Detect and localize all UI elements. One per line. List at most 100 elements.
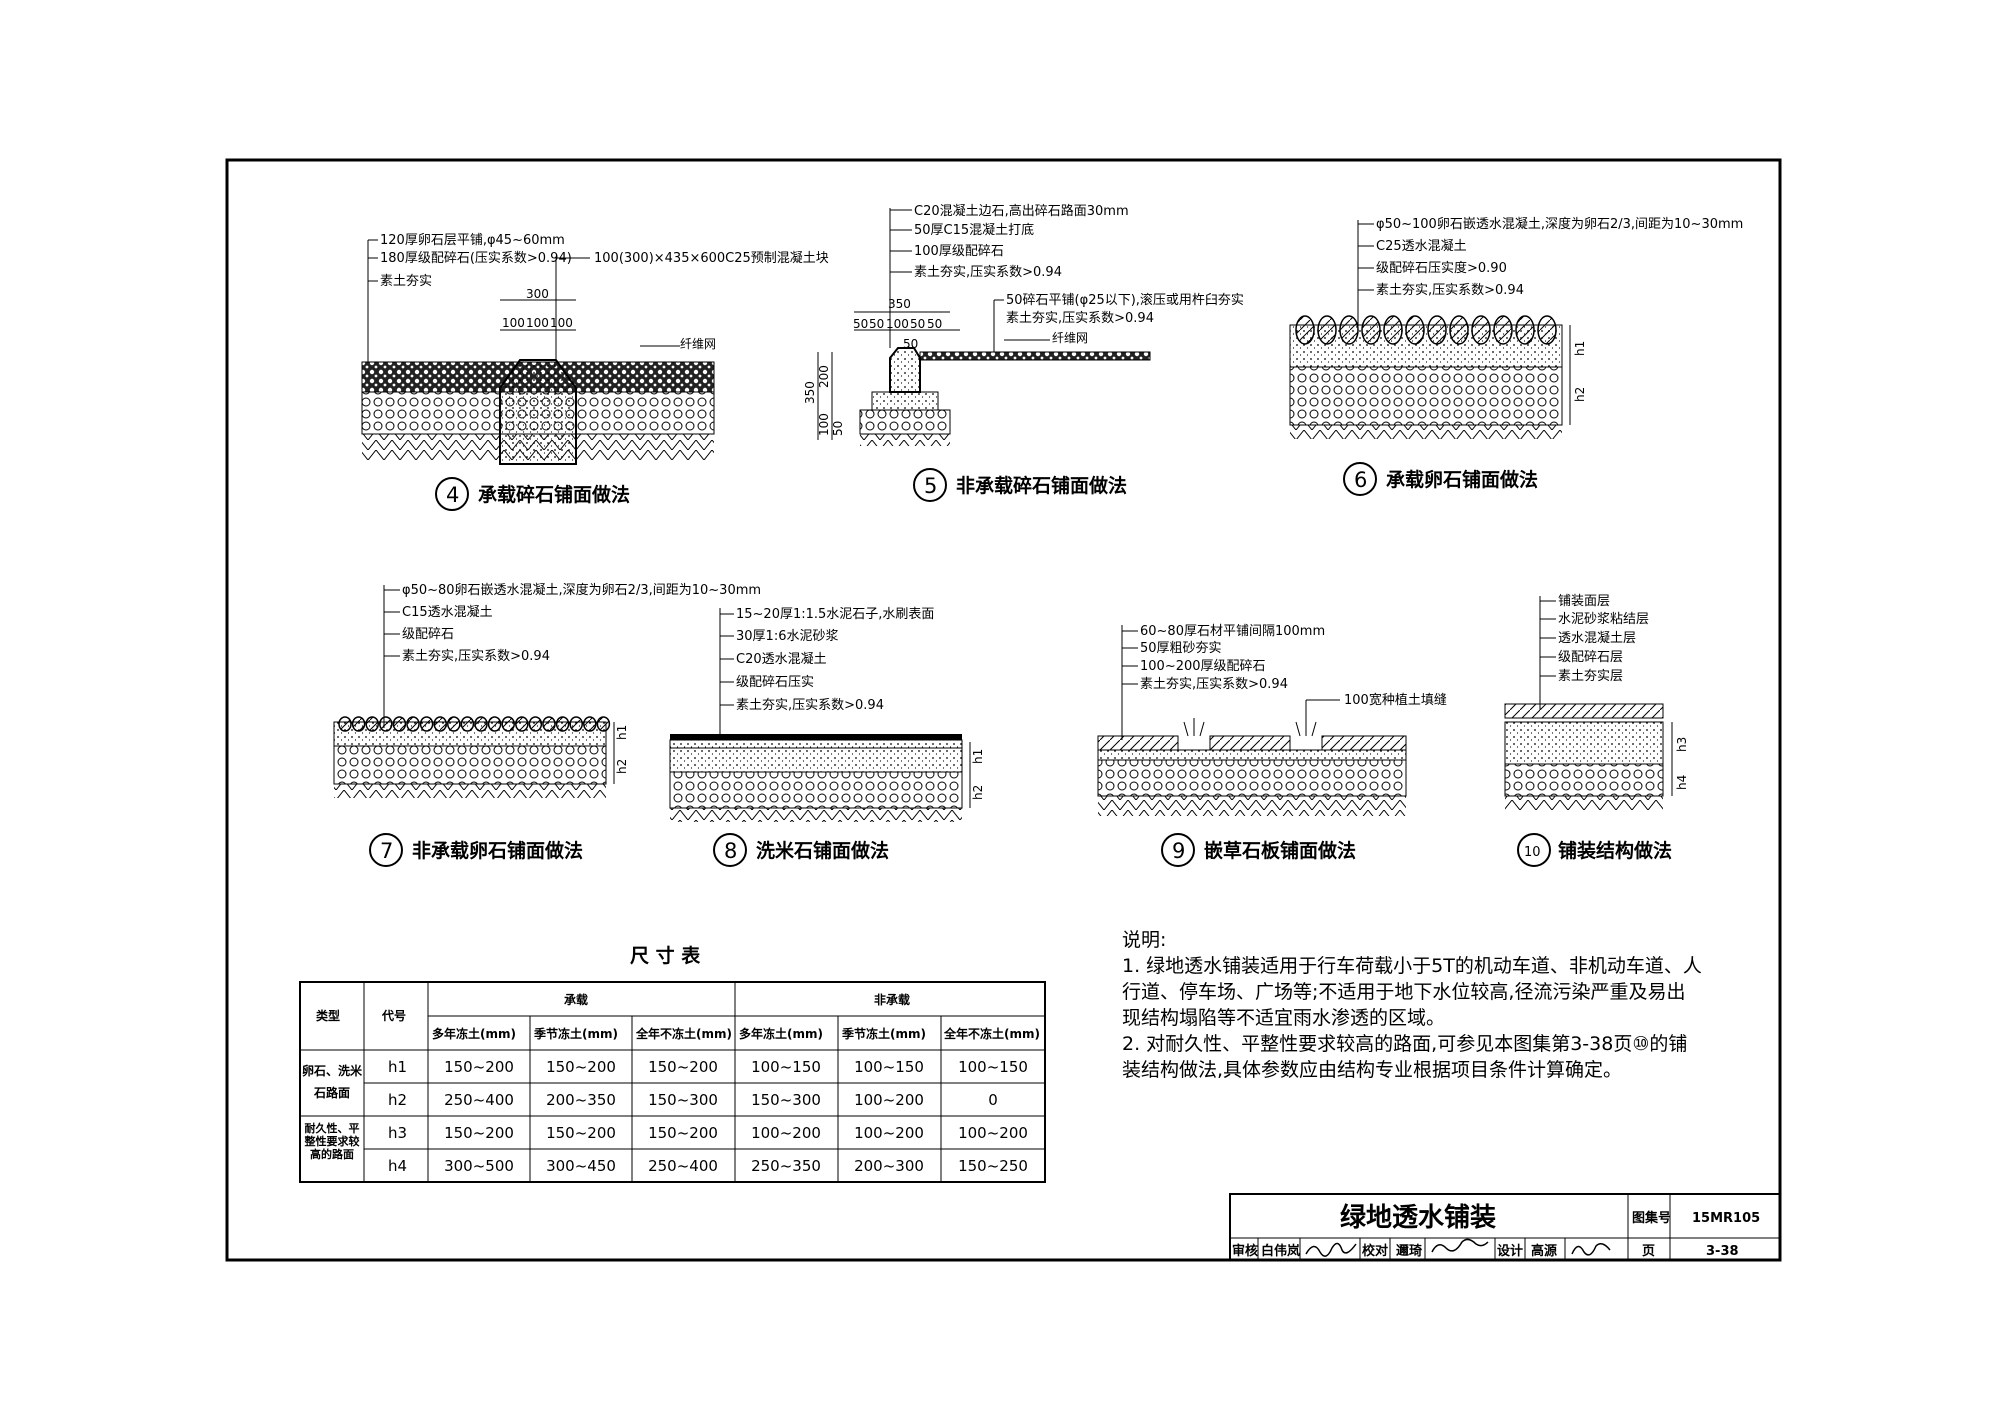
detail5-number-badge bbox=[913, 468, 947, 502]
coarse-sand-layer bbox=[1097, 749, 1407, 761]
concrete-base bbox=[871, 391, 939, 411]
col-header-2: 季节冻土(mm) bbox=[533, 1026, 618, 1041]
detail4-title: 承载碎石铺面做法 bbox=[478, 483, 630, 506]
pebble bbox=[583, 716, 597, 732]
table-cell: 300~500 bbox=[444, 1157, 514, 1175]
stone-slab bbox=[1321, 735, 1407, 751]
detail10-number: 10 bbox=[1524, 845, 1541, 860]
table-cell: 100~200 bbox=[751, 1124, 821, 1142]
table-cell: 150~200 bbox=[444, 1058, 514, 1076]
stone-slab bbox=[1097, 735, 1179, 751]
table-cell: 150~200 bbox=[546, 1058, 616, 1076]
detail9-label-3: 100~200厚级配碎石 bbox=[1140, 659, 1266, 674]
detail4-dim-4: 100 bbox=[550, 316, 573, 330]
detail4-label-4: 100(300)×435×600C25预制混凝土块 bbox=[594, 250, 829, 266]
detail8-label-4: 级配碎石压实 bbox=[736, 675, 814, 690]
pebble bbox=[1537, 315, 1557, 345]
compacted-soil bbox=[1098, 796, 1406, 816]
reviewer-name: 白伟岚 bbox=[1261, 1243, 1300, 1259]
detail10-title: 铺装结构做法 bbox=[1558, 839, 1672, 862]
detail-4: 120厚卵石层平铺,φ45~60mm 180厚级配碎石(压实系数>0.94) 素… bbox=[361, 233, 829, 511]
detail8-label-2: 30厚1:6水泥砂浆 bbox=[736, 629, 838, 644]
graded-gravel-layer bbox=[333, 745, 607, 785]
detail5-label-1: C20混凝土边石,高出碎石路面30mm bbox=[914, 203, 1129, 219]
design-label: 设计 bbox=[1497, 1243, 1523, 1259]
detail8-dim-2: h2 bbox=[971, 785, 985, 800]
detail7-label-3: 级配碎石 bbox=[402, 627, 454, 642]
table-cell: 150~300 bbox=[648, 1091, 718, 1109]
detail6-title: 承载卵石铺面做法 bbox=[1386, 468, 1538, 491]
designer-name: 高源 bbox=[1531, 1243, 1557, 1259]
table-cell-code: h3 bbox=[388, 1124, 407, 1142]
detail5-dim-10: 100 bbox=[817, 413, 831, 436]
pebble bbox=[406, 716, 420, 732]
pebble bbox=[1361, 315, 1381, 345]
mortar-layer bbox=[669, 739, 963, 749]
stone-slab bbox=[1209, 735, 1291, 751]
detail4-number: 4 bbox=[446, 483, 459, 507]
notes-line-2: 行道、停车场、广场等;不适用于地下水位较高,径流污染严重及易出 bbox=[1122, 981, 1685, 1003]
detail5-label-3: 100厚级配碎石 bbox=[914, 244, 1004, 259]
detail5-label-4: 素土夯实,压实系数>0.94 bbox=[914, 265, 1062, 280]
group-header-load: 承载 bbox=[564, 992, 588, 1007]
detail5-label-7: 纤维网 bbox=[1052, 331, 1088, 345]
detail6-number-badge bbox=[1343, 462, 1377, 496]
detail9-label-5: 100宽种植土填缝 bbox=[1344, 692, 1447, 708]
detail10-dim-2: h4 bbox=[1675, 775, 1689, 790]
detail8-dim-1: h1 bbox=[971, 749, 985, 764]
detail5-dim-6: 50 bbox=[927, 317, 942, 331]
reviewer-signature bbox=[1305, 1242, 1357, 1257]
detail5-dim-8: 350 bbox=[803, 381, 817, 404]
detail9-number: 9 bbox=[1172, 839, 1185, 863]
col-header-6: 全年不冻土(mm) bbox=[943, 1026, 1040, 1041]
detail8-title: 洗米石铺面做法 bbox=[756, 839, 889, 862]
pebble-row bbox=[338, 716, 611, 732]
group-header-nonload: 非承载 bbox=[874, 992, 910, 1007]
col-header-1: 多年冻土(mm) bbox=[432, 1026, 516, 1041]
detail4-number-badge bbox=[435, 477, 469, 511]
notes-heading: 说明: bbox=[1122, 929, 1166, 951]
detail8-label-1: 15~20厚1:1.5水泥石子,水刷表面 bbox=[736, 607, 934, 622]
table-cell-code: h1 bbox=[388, 1058, 407, 1076]
pebble bbox=[515, 716, 529, 732]
pebble bbox=[433, 716, 447, 732]
compacted-soil bbox=[1505, 796, 1663, 810]
pebble bbox=[1449, 315, 1469, 345]
table-cell: 100~200 bbox=[854, 1091, 924, 1109]
detail5-number: 5 bbox=[924, 474, 937, 498]
detail-5: C20混凝土边石,高出碎石路面30mm 50厚C15混凝土打底 100厚级配碎石… bbox=[803, 203, 1244, 502]
detail5-title: 非承载碎石铺面做法 bbox=[956, 474, 1127, 497]
pebble bbox=[379, 716, 393, 732]
detail6-label-2: C25透水混凝土 bbox=[1376, 238, 1467, 254]
detail7-number-badge bbox=[369, 833, 403, 867]
detail9-title: 嵌草石板铺面做法 bbox=[1204, 839, 1356, 862]
detail6-label-1: φ50~100卵石嵌透水混凝土,深度为卵石2/3,间距为10~30mm bbox=[1376, 216, 1743, 232]
pebble bbox=[1383, 315, 1403, 345]
notes-line-1: 1. 绿地透水铺装适用于行车荷载小于5T的机动车道、非机动车道、人 bbox=[1122, 955, 1702, 977]
detail5-dim-9: 200 bbox=[817, 365, 831, 388]
pebble bbox=[501, 716, 515, 732]
checker-signature bbox=[1431, 1238, 1489, 1253]
detail6-number: 6 bbox=[1354, 468, 1367, 492]
pebble bbox=[338, 716, 352, 732]
detail4-label-2: 180厚级配碎石(压实系数>0.94) bbox=[380, 251, 572, 266]
detail10-dim-1: h3 bbox=[1675, 737, 1689, 752]
detail6-dim-2: h2 bbox=[1573, 387, 1587, 402]
table-cell: 150~250 bbox=[958, 1157, 1028, 1175]
detail5-dim-4: 100 bbox=[886, 317, 909, 331]
detail9-label-2: 50厚粗砂夯实 bbox=[1140, 641, 1222, 656]
pervious-concrete-layer bbox=[1504, 721, 1664, 765]
detail4-dim-3: 100 bbox=[526, 316, 549, 330]
detail4-label-1: 120厚卵石层平铺,φ45~60mm bbox=[380, 233, 565, 248]
table-cell: 150~200 bbox=[444, 1124, 514, 1142]
detail5-dim-3: 50 bbox=[869, 317, 884, 331]
pervious-concrete-layer bbox=[669, 747, 963, 773]
pebble bbox=[1339, 315, 1359, 345]
table-caption: 尺 寸 表 bbox=[630, 944, 701, 967]
detail10-label-1: 铺装面层 bbox=[1558, 594, 1610, 609]
detail5-dim-2: 50 bbox=[853, 317, 868, 331]
compacted-soil bbox=[334, 784, 606, 798]
notes-line-3: 现结构塌陷等不适宜雨水渗透的区域。 bbox=[1122, 1007, 1445, 1029]
pebble bbox=[1317, 315, 1337, 345]
detail4-label-3: 素土夯实 bbox=[380, 274, 432, 289]
